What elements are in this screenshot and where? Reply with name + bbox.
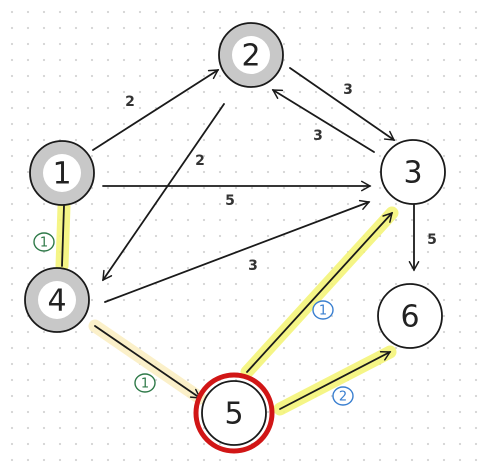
node-5[interactable]: 5	[193, 372, 275, 454]
node-6[interactable]: 6	[377, 283, 443, 349]
order-badge-4-5: 1	[134, 373, 156, 393]
edge-weight-1-3: 5	[225, 193, 235, 209]
node-3[interactable]: 3	[380, 139, 446, 205]
edge-weight-3-2: 3	[313, 128, 323, 144]
edge-layer	[61, 67, 420, 410]
order-badge-label: 1	[319, 304, 327, 319]
edge-5-3	[246, 211, 394, 373]
edge-4-3	[104, 199, 371, 303]
node-label: 4	[47, 284, 66, 319]
node-layer: 1 2 3 4 5 6	[24, 22, 446, 454]
edge-weight-2-4: 2	[195, 153, 205, 169]
highlight-layer	[55, 199, 399, 416]
edge-4-5	[94, 325, 202, 399]
order-badge-5-3: 1	[312, 300, 334, 320]
edge-weight-4-3: 3	[248, 258, 258, 274]
edge-weight-3-6: 5	[427, 232, 437, 248]
node-4[interactable]: 4	[24, 267, 90, 333]
weight-label-layer: 2 3 3 2 5 5 3 1 1 1 2	[33, 82, 437, 406]
order-badge-1-4: 1	[33, 232, 55, 252]
edge-3-2	[271, 89, 375, 153]
node-label: 2	[241, 39, 260, 74]
edge-1-2	[92, 69, 220, 151]
edge-2-4	[102, 103, 225, 282]
node-label: 3	[403, 156, 422, 191]
edge-weight-1-2: 2	[125, 94, 135, 110]
order-badge-label: 2	[339, 390, 347, 405]
order-badge-label: 1	[40, 236, 48, 251]
node-label: 1	[52, 157, 71, 192]
edge-1-4	[61, 205, 65, 267]
node-label: 6	[400, 300, 419, 335]
edge-2-3	[289, 67, 396, 141]
order-badge-5-6: 2	[332, 386, 354, 406]
node-2[interactable]: 2	[218, 22, 284, 88]
edge-5-6	[279, 350, 392, 410]
node-1[interactable]: 1	[29, 140, 95, 206]
order-badge-label: 1	[141, 377, 149, 392]
node-label: 5	[224, 397, 243, 432]
edge-weight-2-3: 3	[343, 82, 353, 98]
